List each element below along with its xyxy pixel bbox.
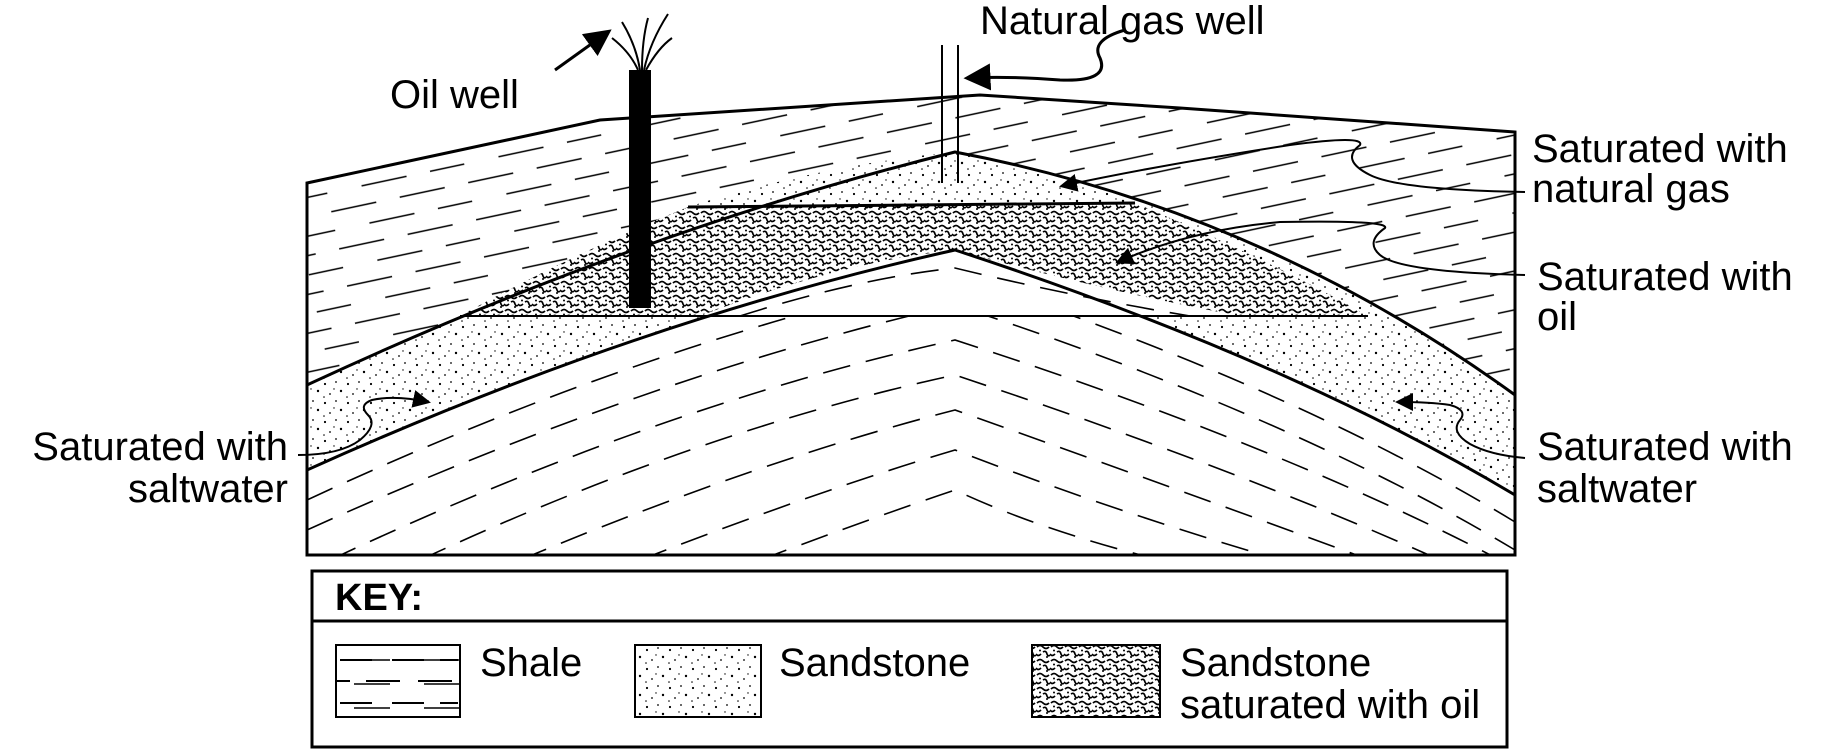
key-oil-sandstone-label-line1: Sandstone	[1180, 641, 1371, 685]
natural-gas-well	[941, 45, 959, 183]
key-title: KEY:	[335, 577, 423, 619]
section-frame	[305, 93, 1517, 557]
key-shale-swatch-dashes	[336, 659, 458, 704]
key-oil-sandstone-label-line2: saturated with oil	[1180, 683, 1480, 727]
oil-gush-icon	[611, 13, 673, 71]
key-sandstone-label: Sandstone	[779, 641, 970, 685]
natural-gas-well-label: Natural gas well	[980, 0, 1265, 43]
key-box: KEY: Shale Sandstone Sandstone saturated…	[310, 569, 1509, 749]
oil-well	[629, 70, 651, 308]
right-saltwater-label-line2: saltwater	[1537, 467, 1697, 511]
left-saltwater-label-line1: Saturated with	[32, 425, 288, 469]
shale-core-layer	[307, 250, 1515, 555]
shale-core-dashes	[307, 274, 1515, 555]
oil-well-arrow	[554, 29, 612, 72]
right-saltwater-arrow	[1395, 393, 1526, 459]
oil-saturation-label-line1: Saturated with	[1537, 255, 1793, 299]
left-saltwater-label-line2: saltwater	[128, 467, 288, 511]
shale-core-dashes-upper	[739, 267, 1191, 317]
oil-zone-arrow	[1115, 220, 1526, 276]
gas-saturation-label-line1: Saturated with	[1532, 127, 1788, 171]
gas-zone-arrow	[1059, 139, 1526, 193]
cross-section	[307, 95, 1515, 555]
left-saltwater-arrow	[297, 390, 431, 456]
key-shale-label: Shale	[480, 641, 582, 685]
oil-saturation-label-line2: oil	[1537, 295, 1577, 339]
gas-saturation-label-line2: natural gas	[1532, 167, 1730, 211]
gas-well-arrow	[963, 28, 1126, 91]
key-oil-sandstone-swatch	[1031, 644, 1161, 718]
key-sandstone-swatch	[634, 644, 762, 718]
oil-well-label: Oil well	[390, 73, 519, 117]
right-saltwater-label-line1: Saturated with	[1537, 425, 1793, 469]
